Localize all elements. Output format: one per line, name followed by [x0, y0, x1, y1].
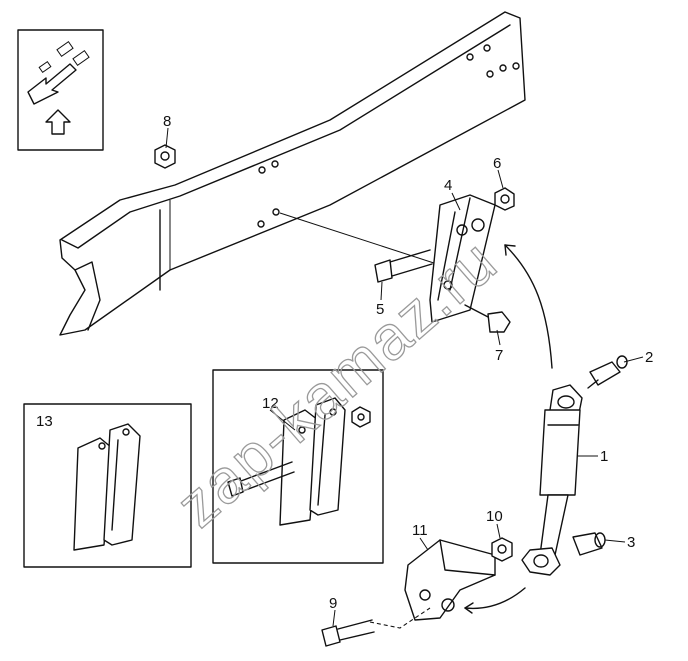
- callout-3: 3: [627, 534, 635, 551]
- inset-box-13: [23, 403, 192, 568]
- frame-rail: [59, 11, 526, 336]
- orientation-box: [17, 29, 104, 151]
- leader-lines: [165, 127, 644, 627]
- bolt-7: [464, 304, 511, 333]
- callout-10: 10: [486, 508, 503, 525]
- inset-box-12: [212, 369, 384, 564]
- callout-9: 9: [329, 595, 337, 612]
- arrow-lower: [464, 587, 526, 614]
- callout-2: 2: [645, 349, 653, 366]
- callout-6: 6: [493, 155, 501, 172]
- callout-5: 5: [376, 301, 384, 318]
- upper-bracket-4: [429, 194, 496, 323]
- callout-8: 8: [163, 113, 171, 130]
- callout-7: 7: [495, 347, 503, 364]
- nut-8: [154, 144, 176, 169]
- arrow-upper: [504, 244, 553, 369]
- orientation-arrow-icon: [27, 41, 90, 135]
- nut-10: [491, 537, 513, 562]
- nut-6: [494, 187, 515, 211]
- bolt-5: [279, 212, 441, 283]
- callout-4: 4: [444, 177, 452, 194]
- bushing-3: [572, 532, 606, 556]
- bolt-9: [321, 607, 431, 647]
- callout-13: 13: [36, 413, 53, 430]
- callout-12: 12: [262, 395, 279, 412]
- shock-absorber-1: [521, 384, 583, 576]
- callout-11: 11: [412, 522, 428, 539]
- lower-bracket-11: [404, 539, 496, 621]
- bushing-2: [587, 355, 628, 389]
- callout-1: 1: [600, 448, 608, 465]
